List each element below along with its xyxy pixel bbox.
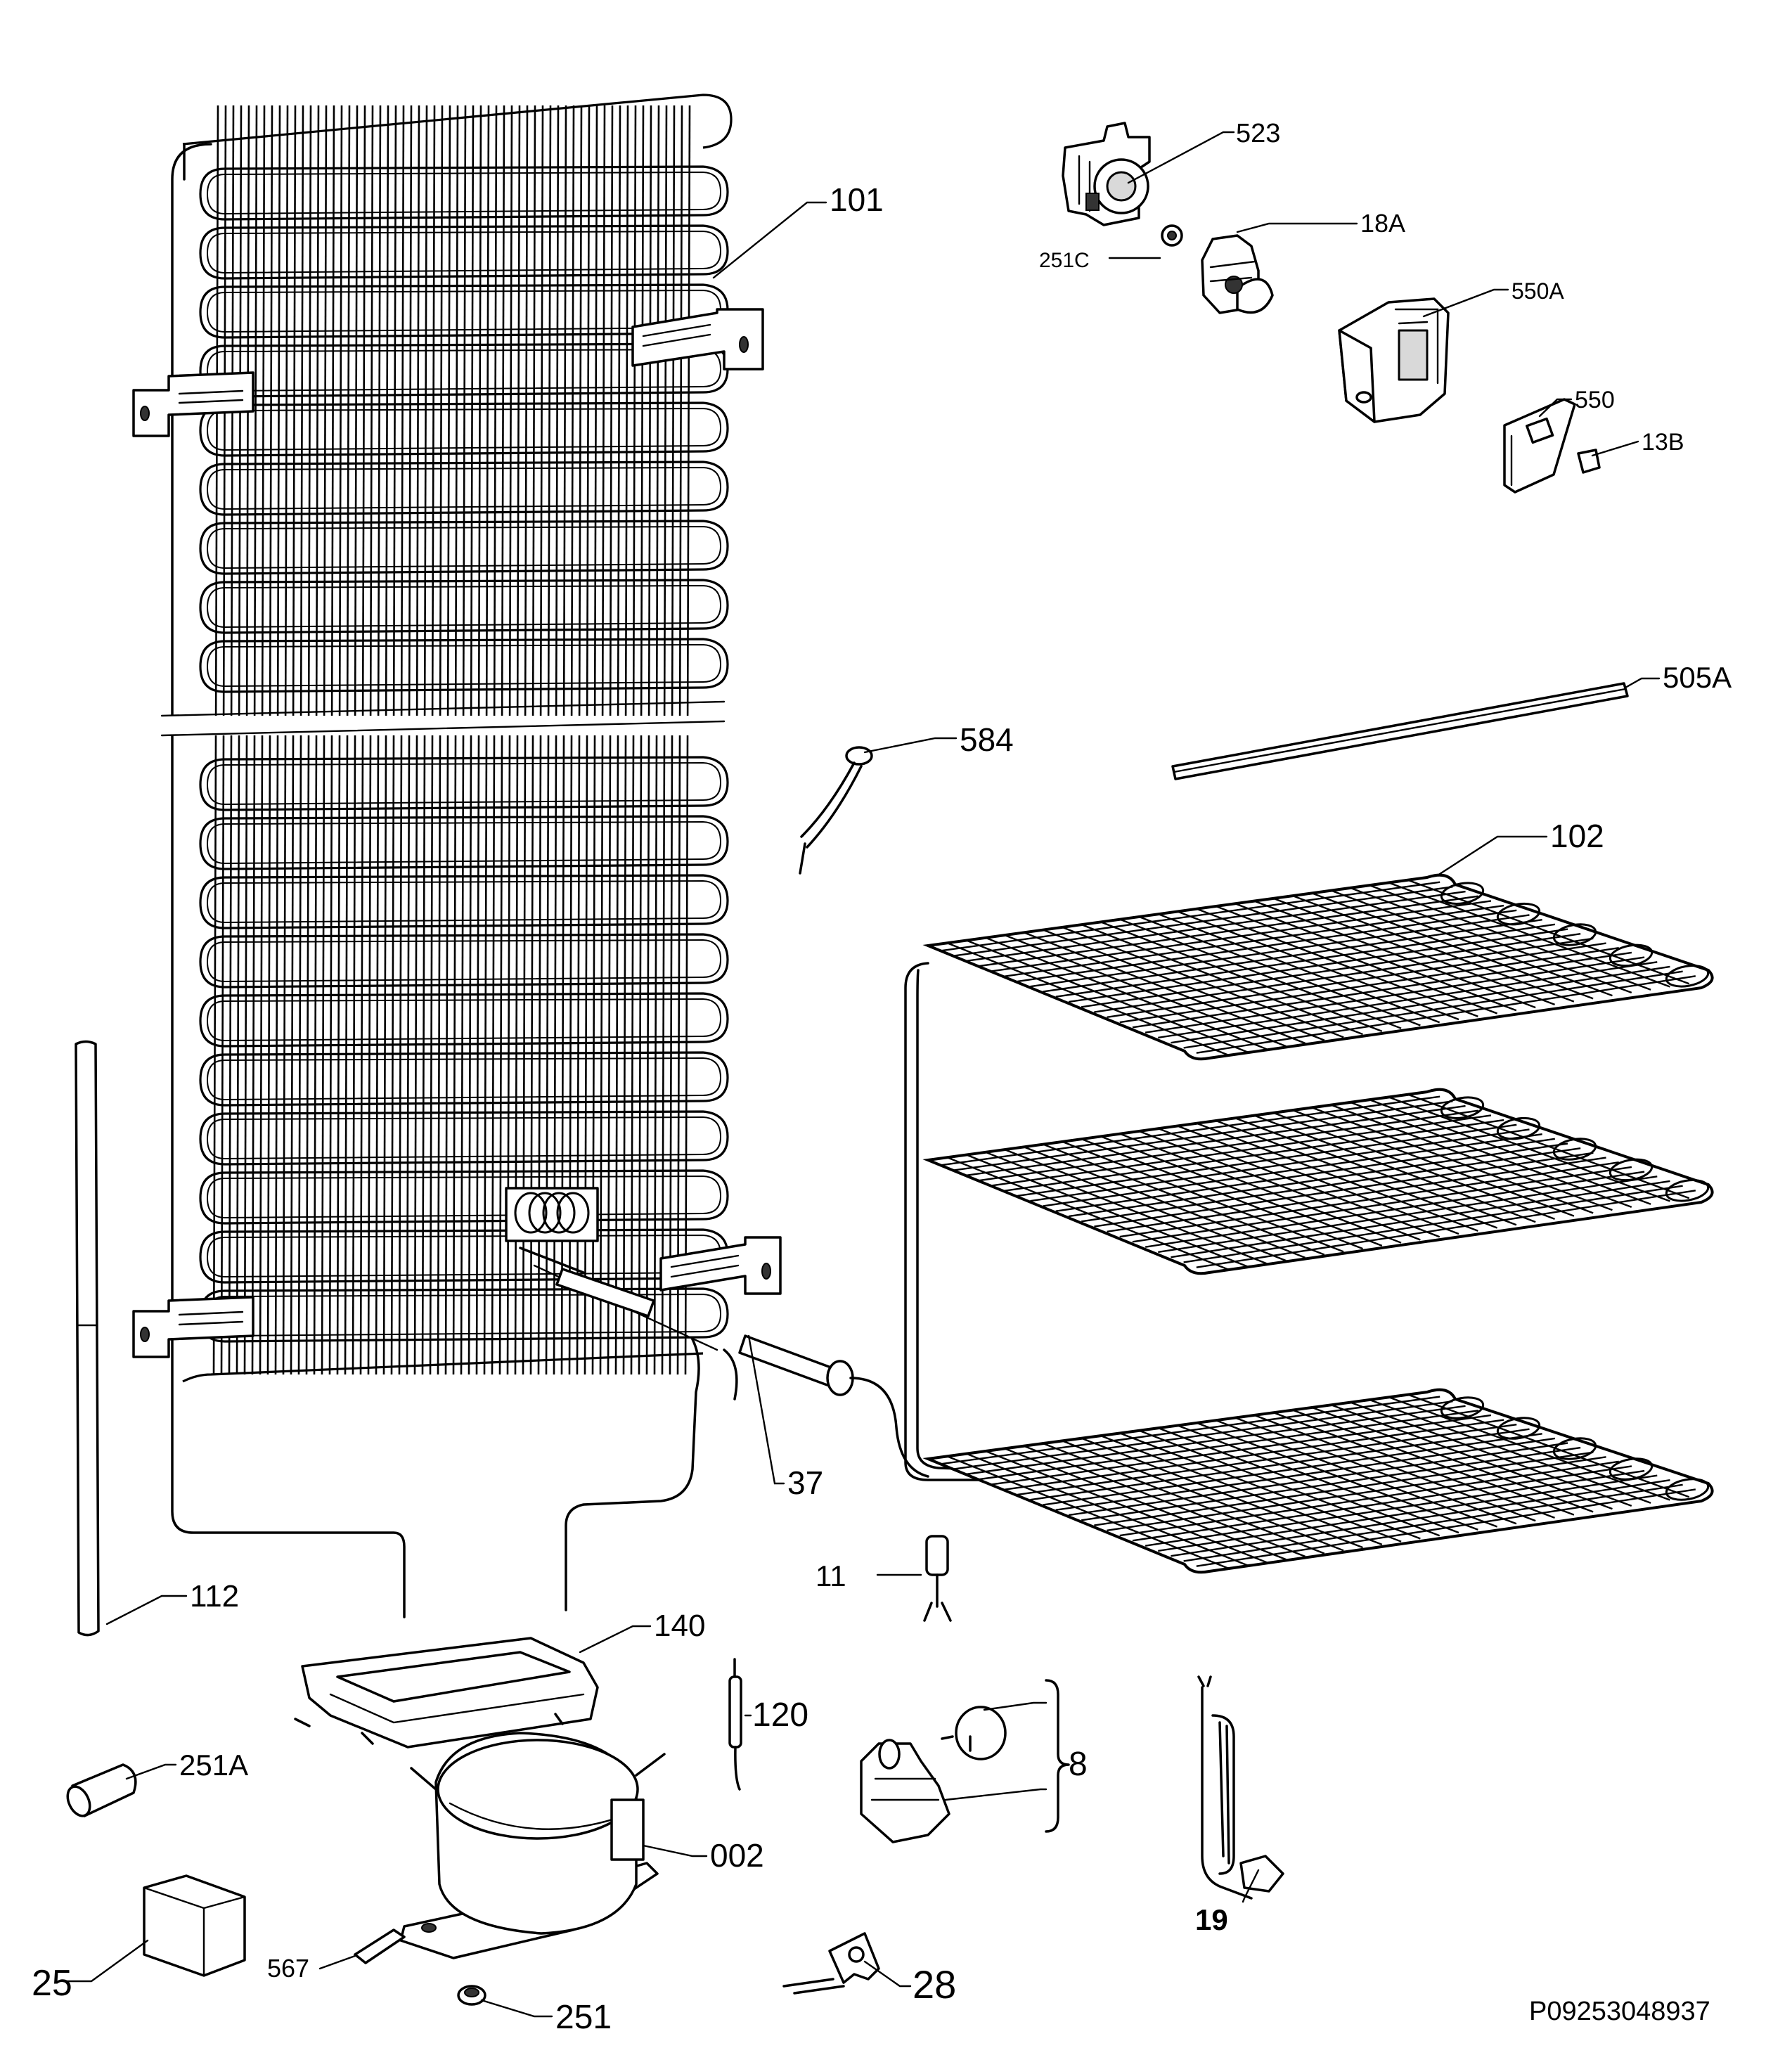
label-120: 120 — [752, 1696, 808, 1734]
evaporator-102 — [904, 873, 1714, 1574]
condenser-101 — [160, 94, 738, 1618]
bracket-8 — [1045, 1679, 1070, 1833]
document-code: P09253048937 — [1529, 1997, 1710, 2026]
label-251a: 251A — [179, 1749, 248, 1782]
thermal-fuse-11 — [923, 1535, 952, 1622]
label-37: 37 — [787, 1464, 823, 1501]
part-labels: 101 523 251C 18A 550A 550 13B 505A 584 1… — [32, 119, 1732, 2036]
starter-capacitor-251a — [66, 1763, 137, 1817]
label-251c: 251C — [1039, 249, 1090, 272]
clip-28 — [782, 1932, 880, 1995]
label-8: 8 — [1069, 1746, 1088, 1783]
label-567: 567 — [267, 1954, 309, 1983]
condenser-bracket-bottom-right — [659, 1236, 782, 1295]
label-550: 550 — [1575, 387, 1615, 413]
grommet-251 — [457, 1985, 486, 2006]
label-18a: 18A — [1360, 209, 1405, 238]
condenser-bracket-bottom-left — [132, 1296, 254, 1358]
label-13b: 13B — [1642, 429, 1684, 456]
label-523: 523 — [1236, 119, 1280, 148]
sensor-probe-584 — [799, 746, 873, 875]
leader-lines — [62, 131, 1661, 2018]
control-box-550a — [1338, 297, 1450, 423]
tube-112 — [75, 1040, 100, 1637]
fan-motor-18a — [1201, 234, 1274, 314]
condenser-serpentine-coil — [182, 94, 733, 1383]
label-584: 584 — [960, 721, 1014, 758]
label-550a: 550A — [1511, 278, 1564, 304]
label-002: 002 — [710, 1837, 764, 1874]
filter-drier-37 — [555, 1268, 929, 1478]
label-25: 25 — [32, 1963, 72, 2004]
label-505a: 505A — [1663, 661, 1732, 694]
relay-box-25 — [143, 1874, 246, 1977]
knob-13b — [1577, 449, 1601, 474]
condenser-wire-grid — [212, 105, 691, 1375]
start-relay-8 — [860, 1706, 1007, 1843]
condenser-bracket-top-right — [631, 308, 764, 371]
strap-567 — [354, 1928, 406, 1964]
door-seal-505a — [1171, 682, 1629, 780]
thermostat-housing-523 — [1062, 122, 1151, 226]
condenser-bracket-top-left — [132, 371, 254, 437]
heater-cable-19 — [1197, 1675, 1284, 1900]
label-28: 28 — [913, 1962, 956, 2007]
cover-550 — [1503, 398, 1576, 494]
label-102: 102 — [1550, 818, 1604, 854]
label-11: 11 — [816, 1559, 846, 1592]
thermostat-sensor-120 — [728, 1658, 742, 1791]
gear-251c — [1161, 224, 1183, 247]
label-251: 251 — [555, 1999, 612, 2036]
compressor-base-140 — [294, 1637, 599, 1749]
label-19: 19 — [1195, 1903, 1228, 1936]
compressor-002 — [399, 1732, 666, 1959]
label-140: 140 — [654, 1609, 705, 1643]
label-101: 101 — [830, 181, 884, 218]
label-112: 112 — [190, 1579, 239, 1614]
